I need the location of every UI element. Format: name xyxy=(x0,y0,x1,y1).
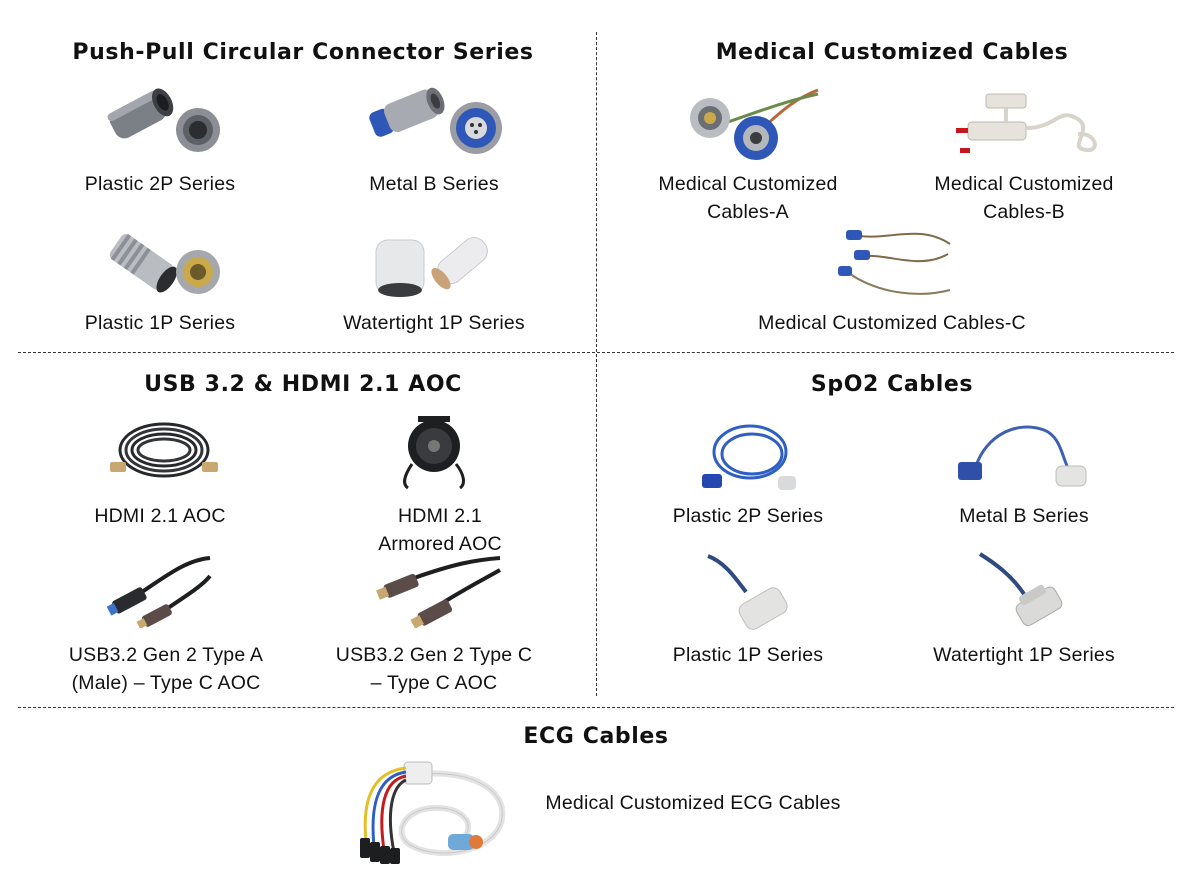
section-title-aoc: USB 3.2 & HDMI 2.1 AOC xyxy=(144,372,462,397)
metal-b-connector-image xyxy=(368,84,508,166)
caption-spo2-metal-b: Metal B Series xyxy=(959,505,1089,527)
caption-medical-a: Medical Customized Cables-A xyxy=(658,173,838,223)
spo2-watertight-1p-image xyxy=(976,552,1076,634)
caption-hdmi-armored-aoc: HDMI 2.1 Armored AOC xyxy=(378,505,502,555)
plastic-1p-connector-image xyxy=(100,224,230,304)
caption-usb-a-to-c-aoc: USB3.2 Gen 2 Type A (Male) – Type C AOC xyxy=(68,644,264,694)
ecg-cable-image xyxy=(352,750,512,864)
hdmi-aoc-image xyxy=(108,418,218,482)
section-title-push-pull: Push-Pull Circular Connector Series xyxy=(72,40,534,65)
medical-cables-b-image xyxy=(946,88,1106,168)
caption-metal-b: Metal B Series xyxy=(369,173,499,195)
vertical-divider-middle xyxy=(596,354,597,696)
usb-c-to-c-aoc-image xyxy=(374,556,504,628)
caption-usb-c-to-c-aoc: USB3.2 Gen 2 Type C – Type C AOC xyxy=(335,644,533,694)
caption-plastic-2p: Plastic 2P Series xyxy=(84,173,236,195)
caption-spo2-watertight-1p: Watertight 1P Series xyxy=(933,644,1115,666)
spo2-plastic-1p-image xyxy=(704,552,804,634)
section-title-medical: Medical Customized Cables xyxy=(715,40,1069,65)
medical-cables-a-image xyxy=(682,84,822,166)
medical-cables-c-image xyxy=(830,214,960,306)
caption-medical-c: Medical Customized Cables-C xyxy=(758,312,1026,334)
horizontal-divider-2 xyxy=(18,707,1174,708)
section-title-ecg: ECG Cables xyxy=(523,724,669,749)
section-title-spo2: SpO2 Cables xyxy=(810,372,974,397)
caption-spo2-plastic-2p: Plastic 2P Series xyxy=(672,505,824,527)
watertight-1p-connector-image xyxy=(370,224,500,304)
horizontal-divider-1 xyxy=(18,352,1174,353)
caption-hdmi-aoc: HDMI 2.1 AOC xyxy=(94,505,226,527)
plastic-2p-connector-image xyxy=(100,85,230,165)
spo2-metal-b-image xyxy=(956,416,1090,496)
usb-a-to-c-aoc-image xyxy=(106,556,216,628)
caption-ecg: Medical Customized ECG Cables xyxy=(545,792,841,814)
hdmi-armored-aoc-image xyxy=(398,414,472,490)
caption-medical-b: Medical Customized Cables-B xyxy=(934,173,1114,223)
vertical-divider-top xyxy=(596,32,597,352)
spo2-plastic-2p-image xyxy=(700,418,800,494)
caption-watertight-1p: Watertight 1P Series xyxy=(343,312,525,334)
caption-spo2-plastic-1p: Plastic 1P Series xyxy=(672,644,824,666)
caption-plastic-1p: Plastic 1P Series xyxy=(84,312,236,334)
